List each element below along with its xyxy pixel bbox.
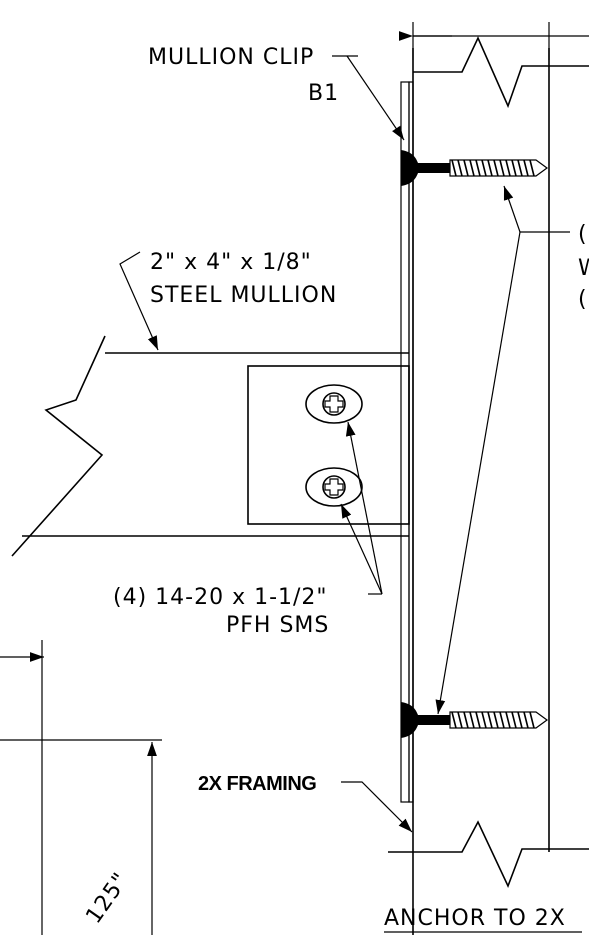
wood-screw-upper xyxy=(401,150,549,186)
cut-note-line-2: W xyxy=(578,256,589,281)
screws-spec-label: (4) 14-20 x 1-1/2" xyxy=(113,585,328,610)
leader-mullion-clip xyxy=(332,55,405,141)
steel-mullion-label: STEEL MULLION xyxy=(150,283,337,308)
cut-note-line-3: ( xyxy=(578,287,588,312)
cut-note-line-1: ( xyxy=(578,222,588,247)
leader-sms-screws xyxy=(340,421,383,595)
steel-mullion xyxy=(11,335,409,557)
wood-screw-lower xyxy=(401,702,549,738)
lower-left-dimensions xyxy=(0,640,162,935)
mullion-clip-label: MULLION CLIP xyxy=(148,45,314,70)
detail-title: ANCHOR TO 2X xyxy=(384,906,566,931)
mullion-clip-plate xyxy=(400,81,414,803)
wood-framing-member xyxy=(412,48,550,935)
leader-steel-mullion xyxy=(119,251,159,351)
break-line-bottom xyxy=(388,820,589,889)
break-line-top xyxy=(413,36,589,109)
steel-mullion-size-label: 2" x 4" x 1/8" xyxy=(150,250,312,275)
screw-lower xyxy=(305,467,363,507)
top-dimension-line xyxy=(399,22,589,60)
leader-wood-screws xyxy=(435,185,570,715)
leader-2x-framing xyxy=(341,781,413,833)
framing-label: 2X FRAMING xyxy=(198,773,316,795)
mullion-clip-id: B1 xyxy=(308,81,339,106)
screw-upper xyxy=(305,384,363,424)
screws-type-label: PFH SMS xyxy=(226,613,329,638)
clip-angle-leg xyxy=(247,365,410,525)
dimension-text: 125" xyxy=(81,868,134,928)
